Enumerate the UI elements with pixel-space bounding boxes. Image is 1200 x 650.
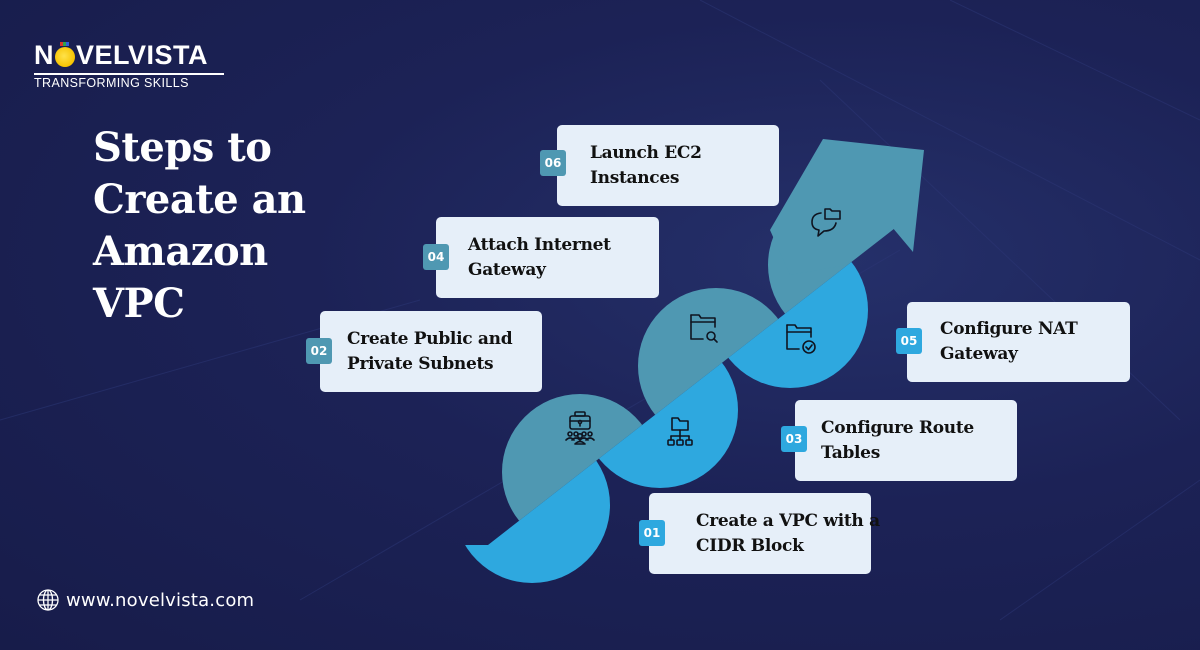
step-label: Create Public and Private Subnets [347, 328, 513, 374]
brand-tagline: TRANSFORMING SKILLS [34, 76, 189, 90]
step-label: Launch EC2 Instances [590, 142, 702, 188]
folder-network-icon [667, 417, 693, 446]
website-link[interactable]: www.novelvista.com [36, 588, 254, 612]
page-title: Steps to Create an Amazon VPC [93, 124, 306, 327]
step-label: Configure Route Tables [821, 417, 974, 463]
brand-name-suffix: VELVISTA [76, 40, 209, 70]
arrow-head [770, 139, 924, 275]
step-badge-06: 06 [540, 150, 566, 176]
step-badge-05: 05 [896, 328, 922, 354]
step-label: Attach Internet Gateway [468, 234, 611, 280]
step-card-06: Launch EC2 Instances [557, 125, 779, 206]
globe-icon [37, 589, 59, 611]
step-card-05: Configure NAT Gateway [907, 302, 1130, 382]
step-badge-03: 03 [781, 426, 807, 452]
step-card-03: Configure Route Tables [795, 400, 1017, 481]
step-card-02: Create Public and Private Subnets [320, 311, 542, 392]
step-card-04: Attach Internet Gateway [436, 217, 659, 298]
website-url[interactable]: www.novelvista.com [66, 589, 255, 611]
step-label: Configure NAT Gateway [940, 319, 1078, 364]
brand-logo: N VELVISTA TRANSFORMING SKILLS [34, 40, 226, 90]
step-label: Create a VPC with a CIDR Block [696, 510, 880, 556]
folder-check-icon [786, 324, 816, 354]
team-briefcase-icon [565, 411, 595, 445]
sun-logo-icon [55, 41, 75, 67]
step-badge-04: 04 [423, 244, 449, 270]
step-card-01: Create a VPC with a CIDR Block [649, 493, 880, 574]
step-badge-02: 02 [306, 338, 332, 364]
chat-folder-icon [811, 208, 841, 237]
brand-wordmark: N VELVISTA [34, 40, 226, 70]
brand-name-prefix: N [34, 40, 54, 70]
step-badge-01: 01 [639, 520, 665, 546]
logo-divider [34, 73, 224, 75]
folder-search-icon [690, 314, 718, 343]
